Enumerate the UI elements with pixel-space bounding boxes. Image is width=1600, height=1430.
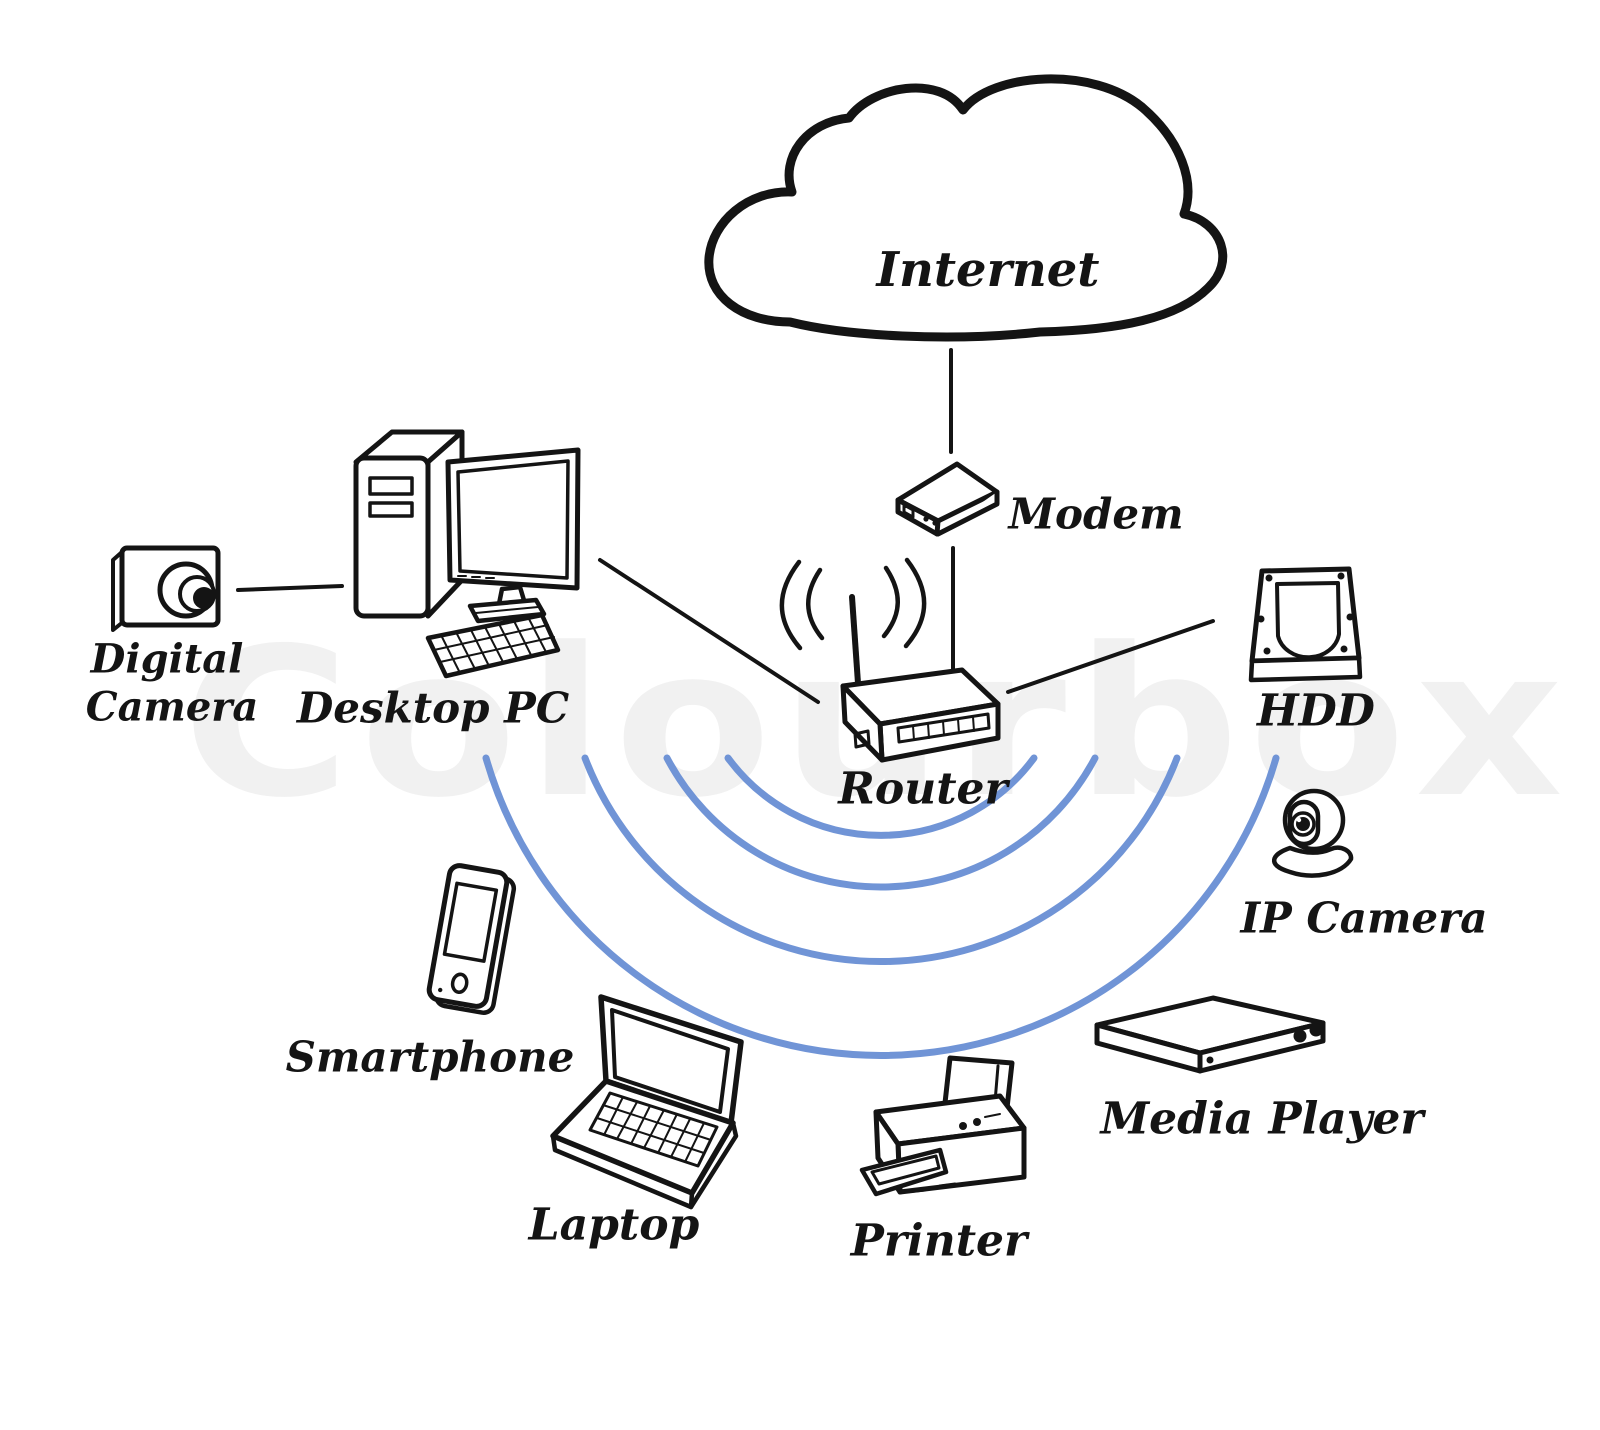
connection-lines	[236, 348, 1215, 704]
label-ip-camera: IP Camera	[1240, 893, 1488, 943]
label-internet: Internet	[876, 242, 1100, 298]
keyboard	[425, 612, 561, 679]
ip-camera-icon	[1272, 788, 1354, 878]
label-smartphone: Smartphone	[285, 1032, 575, 1082]
printer-icon	[859, 1055, 1027, 1197]
label-digital-camera-line2: Camera	[85, 683, 259, 731]
digital-camera-icon	[111, 545, 221, 632]
label-modem: Modem	[1008, 489, 1184, 539]
media-player-icon	[1094, 995, 1326, 1074]
internet-cloud-icon	[704, 74, 1228, 342]
monitor	[445, 447, 581, 591]
line-hdd-router	[1006, 619, 1215, 694]
modem-icon	[895, 461, 1000, 537]
label-media-player: Media Player	[1100, 1093, 1424, 1145]
laptop-icon	[550, 994, 744, 1210]
router-icon	[779, 557, 1001, 763]
desktop-pc-icon	[353, 429, 581, 679]
hdd-icon	[1248, 566, 1363, 683]
wifi-coverage-arcs	[482, 754, 1280, 1059]
label-desktop-pc: Desktop PC	[296, 683, 570, 733]
label-router: Router	[838, 763, 1008, 815]
line-camera-desktop	[236, 584, 344, 592]
label-digital-camera-line1: Digital	[90, 635, 244, 683]
label-printer: Printer	[850, 1215, 1028, 1267]
line-desktop-router	[598, 558, 820, 704]
router-signal-waves	[779, 559, 803, 651]
smartphone-icon	[426, 863, 517, 1015]
label-hdd: HDD	[1257, 685, 1375, 737]
label-laptop: Laptop	[528, 1199, 700, 1251]
